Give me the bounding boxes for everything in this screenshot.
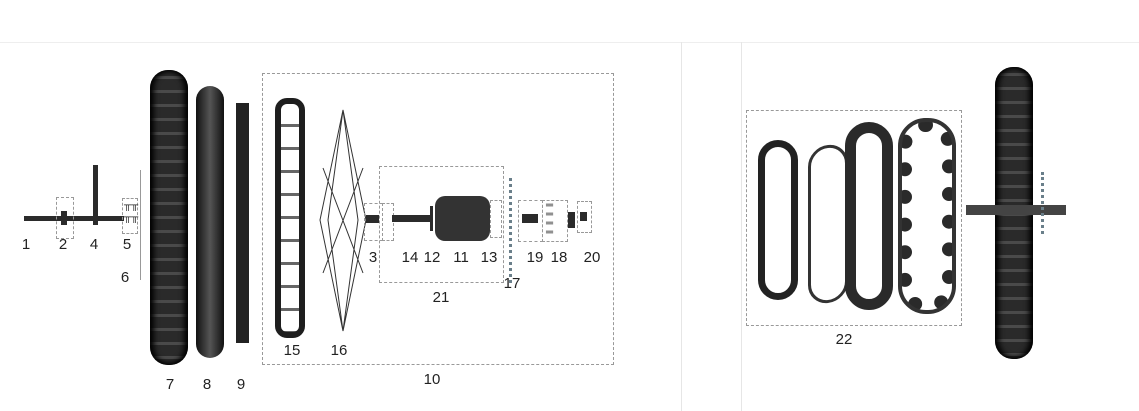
rim-strip-ring	[808, 142, 848, 306]
part-label: 22	[835, 331, 853, 348]
bolts-part-5-icon: ╥╥╥╥	[124, 200, 139, 223]
assembled-axle	[966, 205, 1066, 215]
part-label: 10	[423, 371, 441, 388]
assembled-rim	[758, 140, 798, 300]
part-label: 7	[165, 376, 175, 393]
part-label: 2	[58, 236, 68, 253]
part-label: 19	[526, 249, 544, 266]
part-label: 21	[432, 289, 450, 306]
tube-part-8	[196, 86, 224, 358]
part-5-box	[122, 198, 138, 234]
bearing-box-13	[490, 200, 502, 238]
assembly-box-22	[746, 110, 962, 326]
part-label: 14	[401, 249, 419, 266]
spacer-part-2	[61, 211, 67, 225]
bolts-part-18-icon: ════	[546, 200, 554, 238]
wheel-assembly-box-10	[262, 73, 614, 365]
spokes-part-16	[319, 109, 367, 332]
part-label: 9	[236, 376, 246, 393]
hub-box-21	[379, 166, 504, 283]
leader-6	[140, 170, 141, 280]
axle-part-14	[392, 215, 430, 222]
part-label: 20	[583, 249, 601, 266]
part-label: 12	[423, 249, 441, 266]
assembled-sprocket	[1041, 172, 1044, 234]
tube-ring	[845, 122, 893, 310]
part-2-box	[56, 197, 74, 239]
part-label: 11	[453, 249, 469, 266]
sprocket-part-17	[509, 178, 512, 283]
part-20-box	[577, 201, 592, 233]
top-divider	[0, 42, 1139, 43]
nut-part-18b	[568, 212, 575, 228]
adjuster-part-4	[93, 165, 98, 225]
part-label: 15	[283, 342, 301, 359]
panel-divider-right	[741, 42, 742, 411]
part-label: 13	[480, 249, 498, 266]
rim-part-15	[275, 98, 305, 338]
part-label: 6	[120, 269, 130, 286]
part-label: 1	[21, 236, 31, 253]
part-label: 5	[122, 236, 132, 253]
hub-part-11	[435, 196, 490, 241]
tire-ring	[898, 118, 956, 314]
axle-nut-part-3	[366, 215, 379, 223]
part-label: 8	[202, 376, 212, 393]
part-label: 16	[330, 342, 348, 359]
spacer-part-19	[522, 214, 538, 223]
part-label: 17	[503, 275, 521, 292]
part-label: 18	[550, 249, 568, 266]
part-label: 3	[368, 249, 378, 266]
tire-part-7	[150, 70, 188, 365]
part-18-box	[542, 200, 568, 242]
part-label: 4	[89, 236, 99, 253]
cap-part-20	[580, 212, 587, 221]
bearing-box-left	[382, 203, 394, 241]
axle-part-1	[24, 216, 124, 221]
panel-divider	[681, 42, 682, 411]
seal-part-12	[430, 206, 433, 231]
rim-strip-part-9	[236, 103, 249, 343]
